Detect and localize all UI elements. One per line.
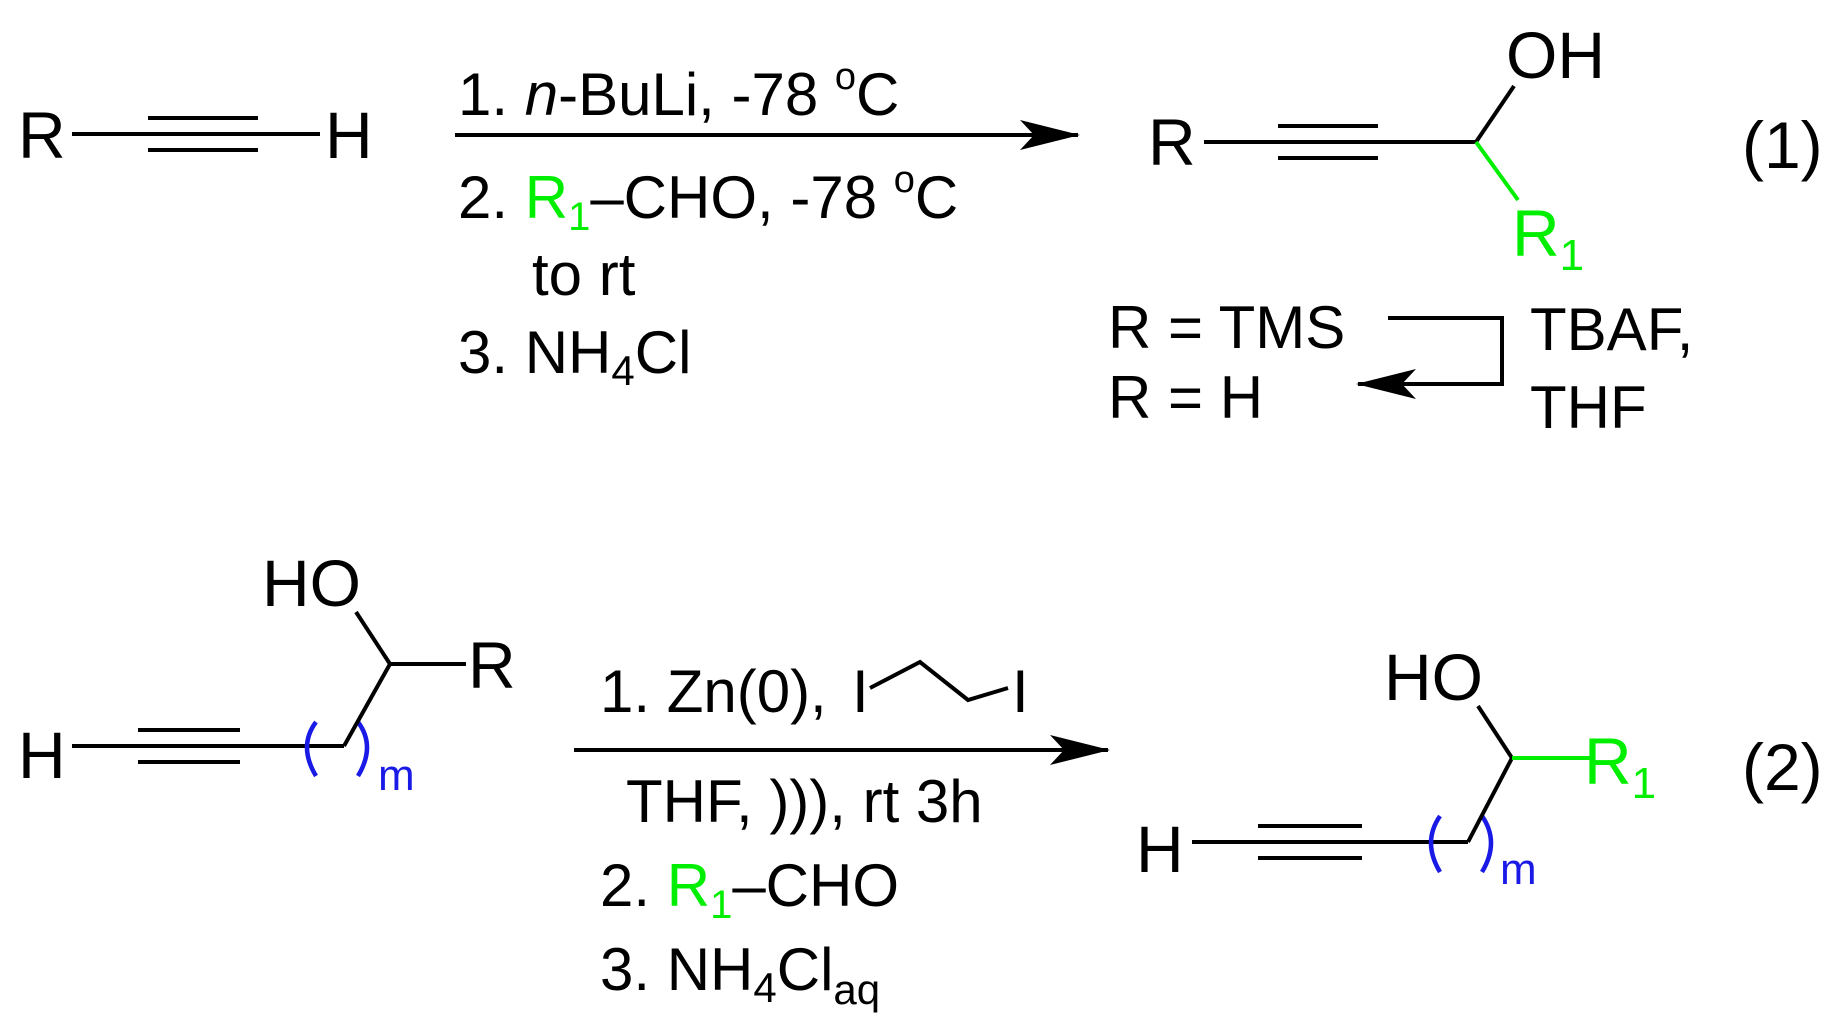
deprotection-arrow [1356, 316, 1504, 399]
product-2-alkynol: H HO R1 m [1136, 640, 1656, 894]
condition-step-2-continued: to rt [532, 241, 636, 308]
diiodoethane-chain [869, 659, 1009, 703]
bond-to-oh [1474, 84, 1516, 144]
right-paren [356, 720, 370, 778]
repeat-index-m: m [378, 751, 415, 800]
reactant-1-alkyne: R H [18, 98, 373, 172]
equation-number-1: (1) [1742, 108, 1823, 182]
group-ho: HO [1384, 640, 1483, 714]
repeat-index-m: m [1500, 845, 1537, 894]
group-r1: R1 [1512, 196, 1584, 280]
condition-step-2: 2. R1–CHO [600, 852, 899, 927]
atom-h: H [325, 98, 373, 172]
atom-r: R [1148, 105, 1196, 179]
chain-bond [1466, 757, 1514, 843]
reactant-2-alkynol: H HO R m [18, 546, 516, 800]
reagent-thf: THF [1530, 374, 1647, 441]
deprotection-scheme: R = TMS R = H TBAF, THF [1108, 294, 1693, 441]
r-equals-h: R = H [1108, 364, 1263, 431]
reaction-1-conditions: 1. n-BuLi, -78 oC 2. R1–CHO, -78 oC to r… [455, 56, 1080, 394]
condition-step-2: 2. R1–CHO, -78 oC [458, 159, 958, 239]
group-ho: HO [262, 546, 361, 620]
bond-to-r1 [1474, 140, 1520, 202]
product-1-propargylic-alcohol: R OH R1 [1148, 18, 1605, 280]
group-oh: OH [1506, 18, 1605, 92]
reagent-tbaf: TBAF, [1530, 296, 1693, 363]
group-r1: R1 [1584, 724, 1656, 808]
right-paren [1480, 814, 1494, 874]
chain-bond [342, 663, 392, 747]
condition-step-3: 3. NH4Claq [600, 936, 880, 1013]
equation-number-2: (2) [1742, 730, 1823, 804]
reaction-2-conditions: 1. Zn(0), I I THF, ))), rt 3h 2. R1–CHO … [574, 658, 1110, 1013]
condition-step-1: 1. n-BuLi, -78 oC [458, 56, 899, 128]
condition-step-1b: THF, ))), rt 3h [626, 768, 983, 835]
group-r: R [468, 628, 516, 702]
left-paren [304, 720, 318, 778]
atom-h: H [18, 718, 66, 792]
atom-h: H [1136, 812, 1184, 886]
reaction-2: H HO R m 1. Zn(0), I I THF, ))), rt 3h 2… [18, 546, 1823, 1013]
left-paren [1428, 814, 1442, 874]
reaction-1: R H 1. n-BuLi, -78 oC 2. R1–CHO, -78 oC … [18, 18, 1823, 441]
condition-step-3: 3. NH4Cl [458, 319, 691, 394]
bond-to-oh [354, 610, 392, 666]
condition-step-1: 1. Zn(0), [600, 658, 827, 725]
atom-r: R [18, 98, 66, 172]
bond-to-oh [1476, 704, 1514, 760]
diiodoethane-i-right: I [1012, 658, 1029, 725]
diiodoethane-i-left: I [852, 658, 869, 725]
r-equals-tms: R = TMS [1108, 294, 1345, 361]
